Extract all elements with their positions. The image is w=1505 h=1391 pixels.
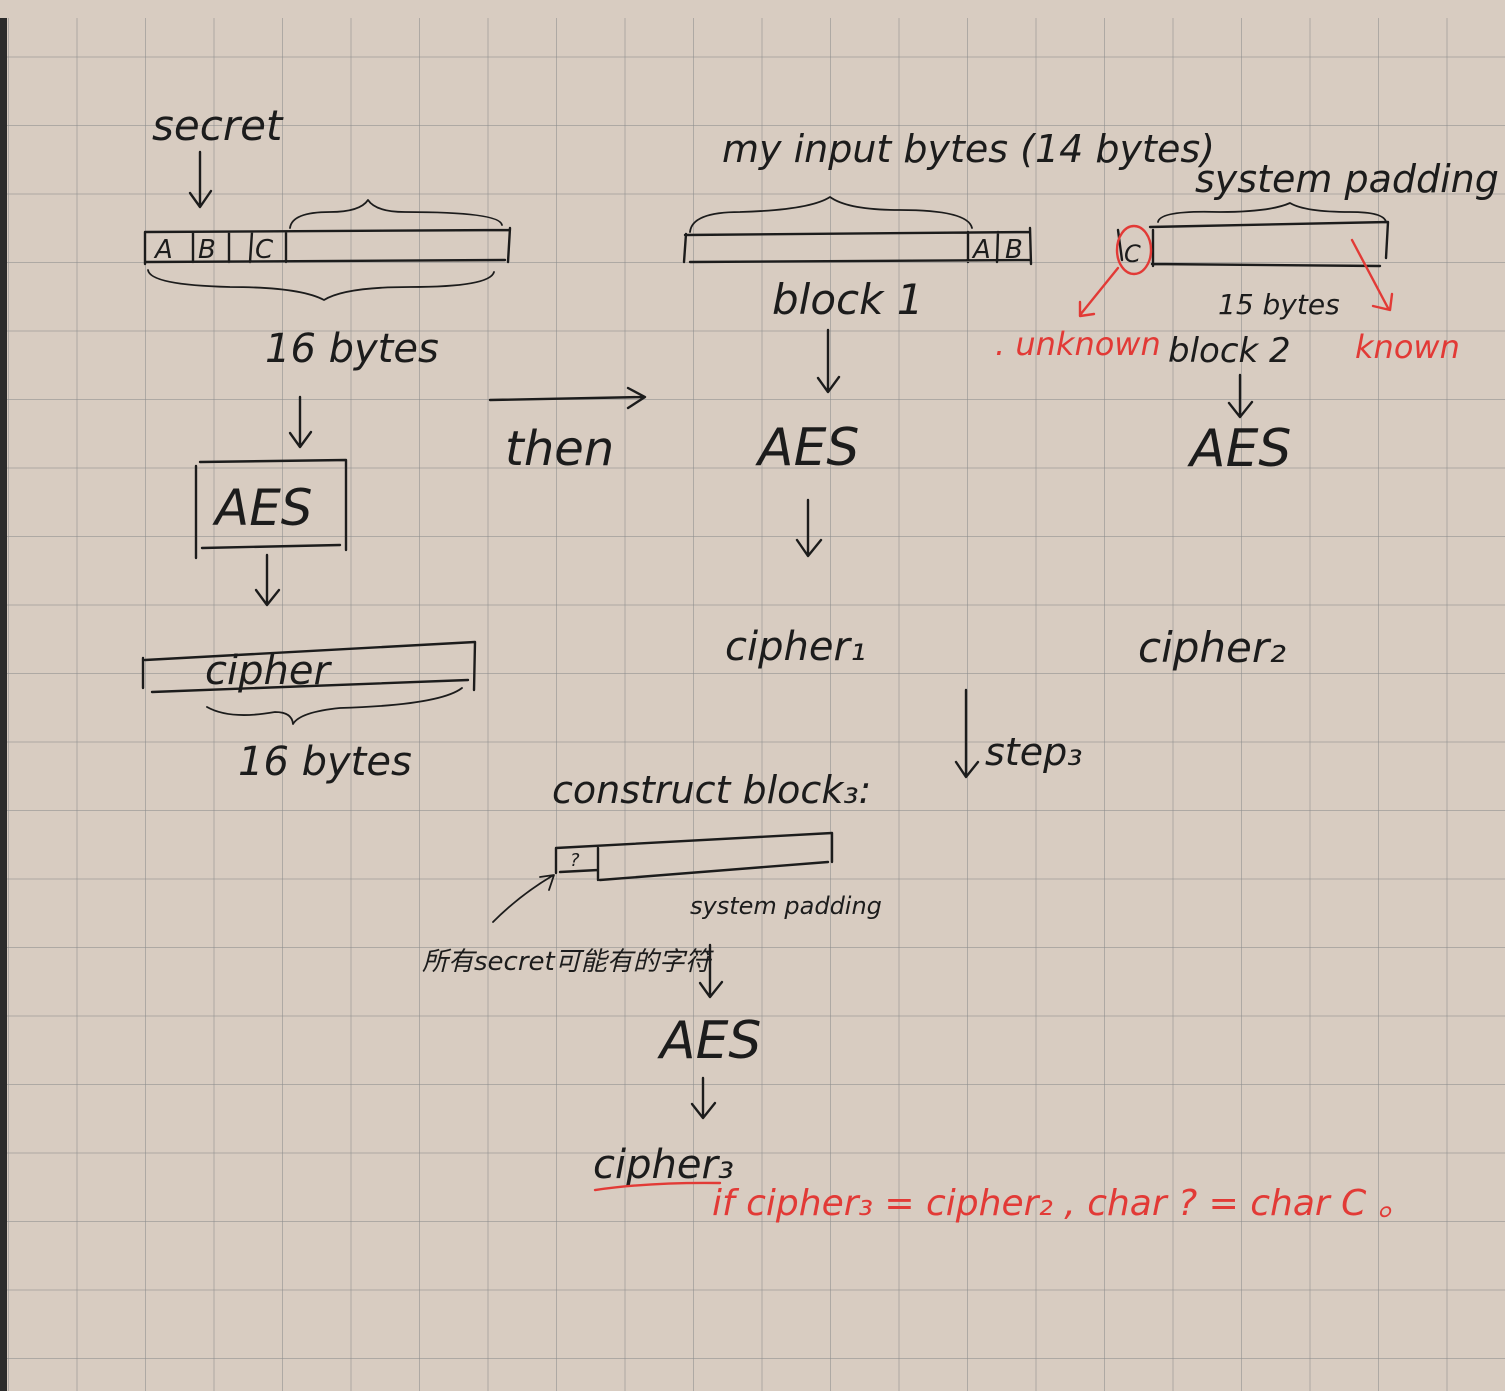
block1-bar: [682, 226, 1033, 266]
cipher2-label: cipher₂: [1138, 623, 1286, 672]
mid-arrow-1: [816, 328, 841, 394]
left-16bytes-label: 16 bytes: [265, 326, 439, 372]
conclusion-label: if cipher₃ = cipher₂ , char ? = char C 。: [712, 1183, 1414, 1224]
secret-cell-a: A: [153, 235, 173, 265]
my-input-label: my input bytes (14 bytes): [722, 127, 1215, 171]
unknown-arrow: [1078, 266, 1120, 318]
block2-bar: [1116, 220, 1390, 268]
bottom-arrow-2: [690, 1076, 717, 1120]
candidate-arrow: [492, 874, 555, 923]
mid-aes-label: AES: [755, 418, 859, 478]
left-aes-label: AES: [212, 479, 313, 537]
block1-cell-a: A: [971, 235, 991, 265]
construct-label: construct block₃:: [552, 768, 871, 812]
then-arrow: [488, 386, 647, 410]
right-aes-label: AES: [1187, 419, 1291, 479]
top-strip: [0, 0, 1505, 18]
system-padding-bottom-label: system padding: [690, 892, 882, 920]
secret-label: secret: [152, 101, 284, 150]
unknown-label: . unknown: [995, 325, 1161, 363]
secret-cell-b: B: [198, 235, 216, 265]
block3-question-cell: ?: [570, 850, 580, 871]
bottom-arrow-1: [698, 943, 724, 999]
secret-block: [143, 226, 512, 266]
bottom-aes-label: AES: [657, 1011, 761, 1071]
brace-cipher: [206, 687, 463, 725]
block1-label: block 1: [772, 275, 924, 324]
cipher1-label: cipher₁: [725, 624, 866, 670]
block1-cell-b: B: [1005, 235, 1023, 265]
step3-label: step₃: [985, 730, 1082, 774]
brace-system-padding: [1157, 202, 1387, 223]
step3-arrow: [954, 688, 980, 779]
all-secret-chars-label: 所有secret可能有的字符: [422, 947, 715, 977]
fifteen-bytes-label: 15 bytes: [1218, 288, 1340, 321]
secret-cell-c: C: [255, 235, 274, 265]
cipher3-underline: [593, 1181, 722, 1192]
brace-bottom-left: [147, 269, 495, 301]
cipher3-label: cipher₃: [593, 1142, 734, 1188]
left-cipher-16bytes-label: 16 bytes: [238, 739, 412, 785]
known-arrow: [1350, 238, 1394, 312]
unknown-circle: [1115, 224, 1153, 276]
block3-bar: [554, 831, 834, 882]
then-label: then: [505, 421, 614, 477]
mid-arrow-2: [795, 498, 823, 558]
right-arrow-1: [1227, 373, 1254, 419]
block2-label: block 2: [1168, 331, 1291, 371]
left-cipher-block: [141, 640, 477, 694]
left-edge-bar: [0, 18, 7, 1391]
secret-arrow: [188, 150, 213, 209]
left-arrow-1: [288, 395, 313, 449]
brace-my-input: [689, 196, 973, 233]
block2-cell-c: C: [1124, 240, 1141, 268]
brace-top-left: [289, 199, 503, 229]
system-padding-top-label: system padding: [1195, 157, 1499, 201]
left-cipher-label: cipher: [205, 648, 332, 694]
left-aes-box: [194, 458, 348, 560]
known-label: known: [1355, 328, 1460, 366]
left-arrow-2: [254, 553, 281, 607]
